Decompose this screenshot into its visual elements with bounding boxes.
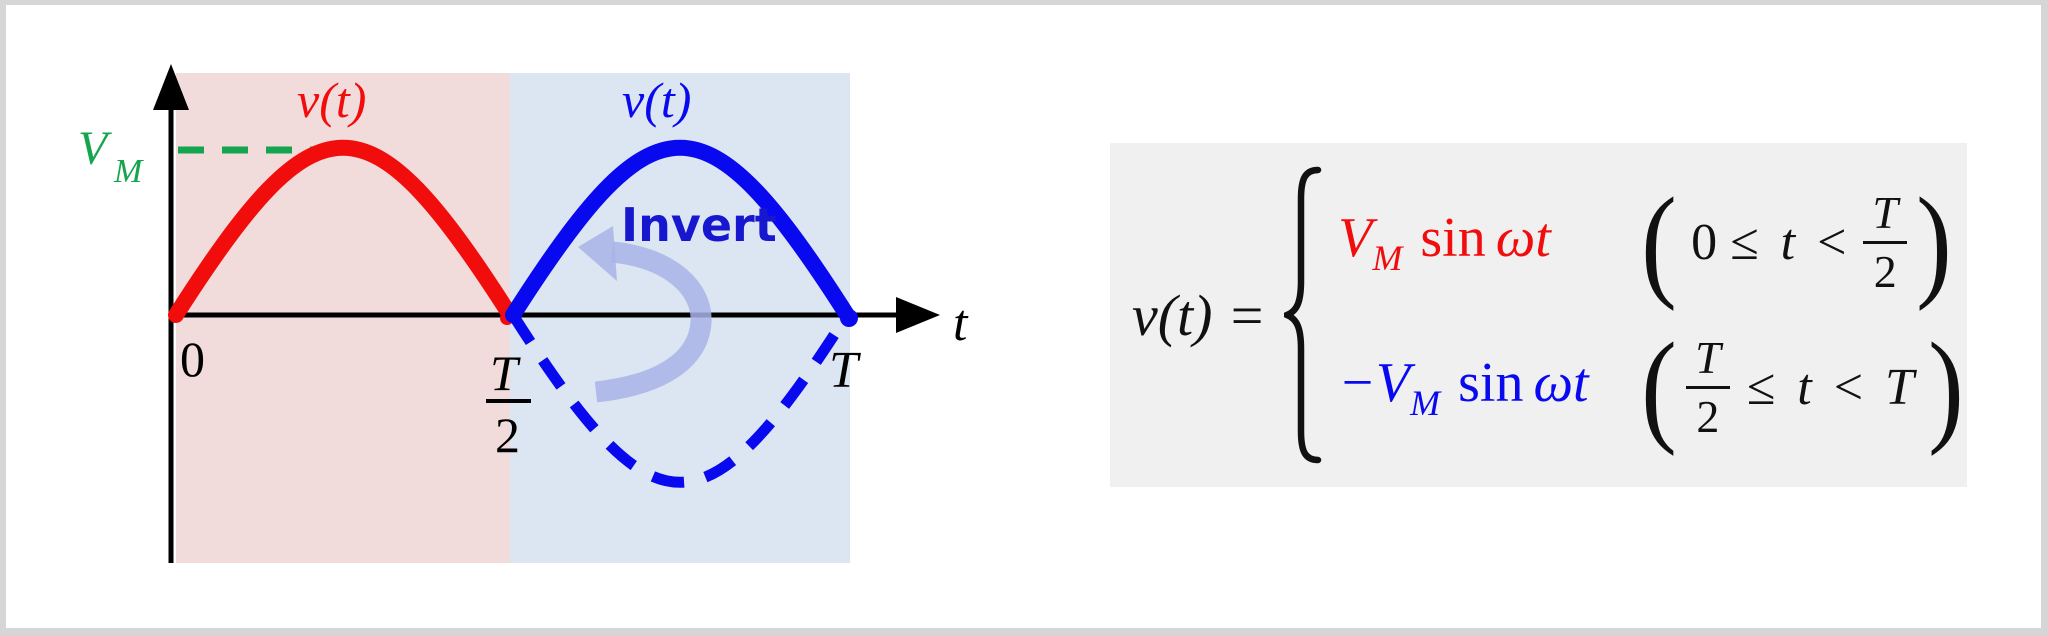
- case1-subscript: M: [1372, 238, 1403, 278]
- blue-curve-end-dot: [840, 309, 858, 327]
- case2-subscript: M: [1410, 383, 1441, 423]
- case1-cond-less-than: <: [1817, 214, 1847, 271]
- vm-label-sub: M: [113, 153, 144, 190]
- period-tick-label: T: [829, 342, 861, 399]
- fraction-numerator: T: [1686, 335, 1730, 389]
- case1-cond-fraction: T 2: [1863, 190, 1908, 297]
- fraction-denominator: 2: [1696, 391, 1720, 442]
- origin-tick-label: 0: [180, 331, 205, 387]
- case2-condition: ( T 2 ≤ t < T ): [1638, 317, 1967, 457]
- case1-condition: ( 0 ≤ t < T 2 ): [1638, 172, 1955, 312]
- case2-cond-fraction: T 2: [1686, 335, 1730, 440]
- x-axis-arrowhead: [896, 297, 940, 333]
- case2-function: sin: [1458, 352, 1524, 414]
- fraction-numerator: T: [1863, 190, 1908, 244]
- invert-arrow-body: [594, 241, 712, 403]
- case1-cond-variable: t: [1780, 214, 1796, 271]
- close-paren: ): [1916, 172, 1952, 312]
- cases-brace: [1284, 166, 1322, 464]
- red-curve-label: v(t): [297, 72, 366, 128]
- case1-function: sin: [1420, 207, 1486, 269]
- case2-cond-variable: t: [1797, 359, 1812, 416]
- half-period-tick-den: 2: [495, 407, 520, 463]
- case2-coefficient: −V: [1338, 352, 1411, 414]
- blue-curve-label: v(t): [622, 72, 691, 128]
- open-paren: (: [1641, 172, 1677, 312]
- case2-argument: ωt: [1533, 352, 1589, 414]
- case1-argument: ωt: [1495, 207, 1551, 269]
- half-period-tick-num: T: [490, 345, 521, 401]
- fraction-denominator: 2: [1873, 246, 1897, 297]
- case1-cond-lower-bound: 0 ≤: [1691, 214, 1759, 271]
- vm-label-base: V: [78, 122, 112, 175]
- time-axis-label: t: [953, 295, 969, 352]
- y-axis-arrowhead: [153, 64, 189, 110]
- equation-lhs: v(t) =: [1132, 282, 1267, 348]
- invert-label: Invert: [621, 198, 777, 252]
- case2-cond-upper-bound: T: [1885, 359, 1914, 416]
- open-paren: (: [1641, 317, 1677, 457]
- red-half-sine-curve: [168, 140, 518, 323]
- case1-coefficient: V: [1338, 207, 1373, 269]
- case2-cond-leq: ≤: [1746, 359, 1776, 416]
- negative-half-dashed-curve: [508, 312, 852, 488]
- case2-cond-less-than: <: [1833, 359, 1864, 416]
- invert-arrow-head: [578, 226, 617, 281]
- close-paren: ): [1928, 317, 1964, 457]
- blue-half-sine-curve: [505, 140, 855, 323]
